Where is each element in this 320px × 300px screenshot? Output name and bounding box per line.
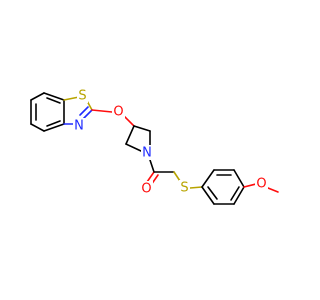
atom-label-o-ether: O (112, 104, 125, 120)
svg-text:O: O (141, 182, 151, 197)
svg-text:N: N (74, 119, 84, 134)
svg-text:S: S (78, 89, 86, 104)
atom-label-n-azetidine: N (141, 145, 153, 161)
atom-label-o-methoxy: O (255, 176, 268, 192)
benzene-ring-left (30, 92, 65, 132)
atom-label-n-thiazole: N (73, 118, 85, 134)
molecule-structure-diagram: S N O N O S O (30, 88, 279, 205)
atom-label-s-thioether: S (179, 180, 190, 196)
amide-chain (146, 159, 203, 189)
svg-text:N: N (142, 146, 152, 161)
methoxy-group (243, 183, 279, 193)
svg-text:O: O (256, 177, 266, 192)
atom-label-s-thiazole: S (77, 88, 88, 104)
svg-text:O: O (113, 105, 123, 120)
atom-label-o-carbonyl: O (140, 181, 153, 197)
benzene-ring-right (201, 169, 245, 205)
svg-text:S: S (180, 181, 188, 196)
ether-linker (91, 109, 135, 127)
